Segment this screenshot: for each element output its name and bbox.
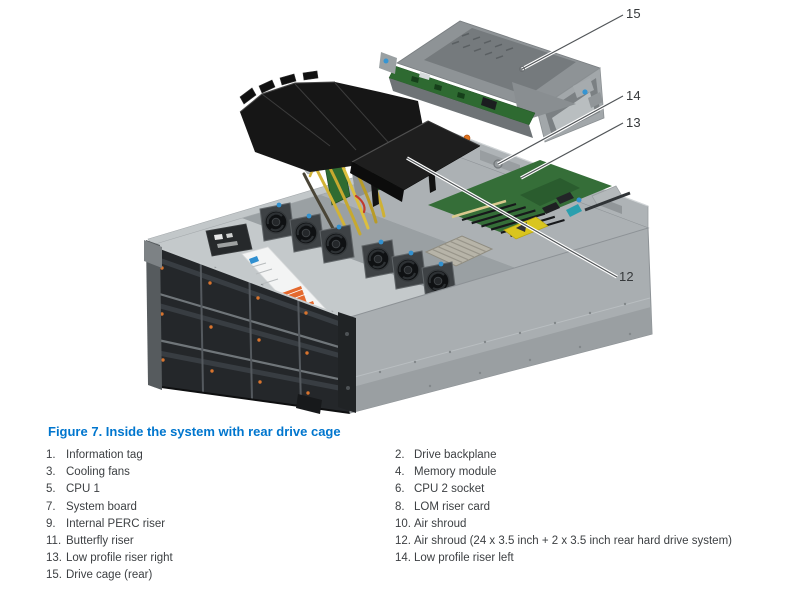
callout-lines	[406, 13, 624, 279]
legend-item: 4. Memory module	[395, 464, 788, 481]
legend-item: 15. Drive cage (rear)	[46, 567, 395, 584]
legend-item: 10.Air shroud	[395, 516, 788, 533]
callout-label-14: 14	[626, 88, 641, 103]
legend-item-number: 3.	[46, 466, 56, 479]
low-profile-riser-area	[576, 185, 631, 212]
legend-item: 9. Internal PERC riser	[46, 516, 395, 533]
legend-item-number: 2.	[395, 449, 405, 461]
legend-item: 1. Information tag	[46, 447, 395, 464]
cage-vents	[451, 32, 514, 60]
legend-item-text: Air shroud (24 x 3.5 inch + 2 x 3.5 inch…	[414, 535, 732, 548]
lom-riser-card	[542, 192, 582, 217]
legend-item-number: 14.	[395, 552, 411, 565]
legend-item-text: Drive backplane	[414, 449, 497, 461]
legend-row: 15. Drive cage (rear)	[46, 567, 788, 584]
legend-row: 7. System board 8. LOM riser card	[46, 499, 788, 516]
server-illustration	[144, 13, 653, 414]
air-shroud-flat	[350, 120, 481, 202]
legend-item-number: 9.	[46, 517, 56, 530]
legend-item-number: 5.	[46, 483, 56, 496]
cooling-fan	[288, 212, 326, 254]
legend-item: 13. Low profile riser right	[46, 550, 395, 567]
callout-line-13	[520, 121, 624, 180]
legend-row: 11. Butterfly riser 12.Air shroud (24 x 3…	[46, 533, 788, 550]
rack-ear-right	[296, 312, 356, 414]
callout-label-12: 12	[619, 269, 634, 284]
rear-drive-cage	[379, 20, 605, 143]
legend-item	[395, 567, 788, 584]
legend-item-text: System board	[66, 500, 137, 513]
legend-item-text: LOM riser card	[414, 500, 491, 513]
legend-item-text: Memory module	[414, 466, 497, 479]
cooling-fan	[258, 201, 296, 243]
cooling-fan	[360, 238, 398, 280]
legend-row: 13. Low profile riser right 14.Low profil…	[46, 550, 788, 567]
legend-item-number: 8.	[395, 500, 405, 513]
legend-item-number: 4.	[395, 466, 405, 479]
chassis-right-panel	[346, 227, 653, 414]
legend-item-text: Low profile riser right	[66, 552, 173, 565]
rack-ear-left	[144, 240, 162, 390]
chassis	[144, 121, 653, 414]
legend-item-number: 1.	[46, 449, 56, 461]
legend-row: 9. Internal PERC riser 10.Air shroud	[46, 516, 788, 533]
legend-item-text: Internal PERC riser	[66, 517, 166, 530]
legend-item-text: Cooling fans	[66, 466, 130, 479]
system-board	[428, 160, 612, 232]
cage-release-pin	[383, 58, 389, 64]
callout-line-12	[406, 156, 618, 279]
legend-item-text: Information tag	[66, 449, 143, 461]
legend-item: 8. LOM riser card	[395, 499, 788, 516]
legend-item: 12.Air shroud (24 x 3.5 inch + 2 x 3.5 i…	[395, 533, 788, 550]
drive-carrier-leds	[160, 266, 310, 395]
memory-module	[451, 199, 507, 219]
legend-item-text: CPU 2 socket	[414, 483, 485, 496]
callout-label-13: 13	[626, 115, 641, 130]
legend-item-number: 6.	[395, 483, 405, 496]
legend-item-text: Air shroud	[414, 517, 467, 530]
legend-item: 5. CPU 1	[46, 481, 395, 498]
server-exploded-figure: 15 14 13 12	[144, 6, 653, 414]
legend-item: 14.Low profile riser left	[395, 550, 788, 567]
legend-item: 11. Butterfly riser	[46, 533, 395, 550]
legend-item-number: 7.	[46, 500, 56, 513]
figure-caption: Figure 7. Inside the system with rear dr…	[48, 424, 341, 439]
legend-item-text: Low profile riser left	[414, 552, 514, 565]
legend-item-number: 10.	[395, 517, 411, 530]
legend-item-number: 11.	[46, 535, 62, 548]
legend-item: 6. CPU 2 socket	[395, 481, 788, 498]
parts-legend: 1. Information tag 2. Drive backplane 3. Co…	[46, 447, 788, 585]
legend-item: 3. Cooling fans	[46, 464, 395, 481]
legend-item-text: Drive cage (rear)	[66, 569, 153, 582]
information-tag	[205, 223, 253, 257]
legend-item-number: 12.	[395, 535, 411, 548]
callout-line-15	[519, 13, 624, 72]
callout-line-14	[497, 94, 624, 166]
legend-item-text: CPU 1	[66, 483, 100, 496]
legend-item-number: 15.	[46, 569, 62, 582]
legend-item: 7. System board	[46, 499, 395, 516]
legend-item: 2. Drive backplane	[395, 447, 788, 464]
cpu-heatsink	[424, 235, 494, 267]
cooling-fan	[318, 223, 356, 265]
legend-item-number: 13.	[46, 552, 62, 565]
callout-label-15: 15	[626, 6, 641, 21]
front-drive-bays	[151, 244, 351, 414]
legend-row: 5. CPU 1 6. CPU 2 socket	[46, 481, 788, 498]
legend-row: 3. Cooling fans 4. Memory module	[46, 464, 788, 481]
legend-item-text: Butterfly riser	[66, 535, 134, 548]
legend-row: 1. Information tag 2. Drive backplane	[46, 447, 788, 464]
cooling-fan	[390, 249, 428, 291]
